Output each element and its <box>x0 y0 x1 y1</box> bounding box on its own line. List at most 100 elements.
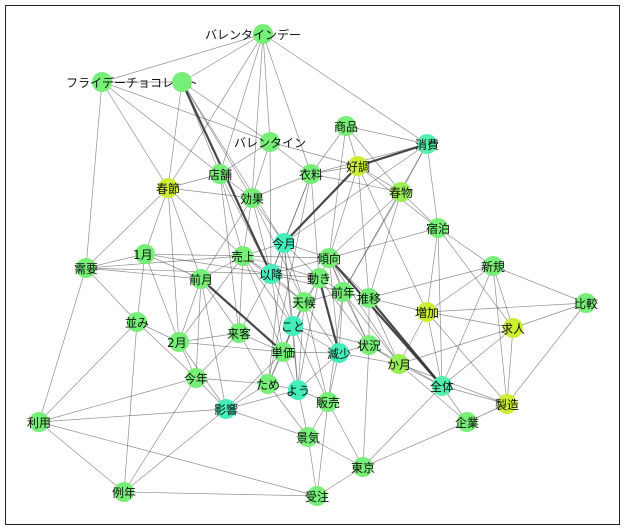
node-circle-harumono[interactable] <box>391 182 411 202</box>
node-circle-suii[interactable] <box>359 288 379 308</box>
node-reinen[interactable]: 例年 <box>112 482 136 502</box>
node-keiko[interactable]: 傾向 <box>317 248 341 268</box>
node-ikou[interactable]: 以降 <box>259 264 283 284</box>
node-koucho[interactable]: 好調 <box>346 156 370 176</box>
node-tenko[interactable]: 天候 <box>292 292 316 312</box>
node-kyujin[interactable]: 求人 <box>501 318 525 338</box>
node-koto[interactable]: こと <box>281 316 305 336</box>
node-valentine_day[interactable]: バレンタインデー <box>205 24 301 44</box>
node-circle-shohi[interactable] <box>417 134 437 154</box>
node-circle-riyou[interactable] <box>29 412 49 432</box>
node-zentai[interactable]: 全体 <box>430 376 454 396</box>
node-circle-white_choco2[interactable] <box>172 72 192 92</box>
node-circle-shunsetsu[interactable] <box>158 178 178 198</box>
node-shohi[interactable]: 消費 <box>415 134 439 154</box>
node-circle-zentai[interactable] <box>432 376 452 396</box>
node-circle-kigyo[interactable] <box>457 412 477 432</box>
node-tame[interactable]: ため <box>256 374 280 394</box>
node-circle-ichigatsu[interactable] <box>135 244 155 264</box>
node-circle-keiko[interactable] <box>319 248 339 268</box>
node-circle-zouka[interactable] <box>417 302 437 322</box>
node-circle-ikou[interactable] <box>261 264 281 284</box>
node-kongetsu[interactable]: 今月 <box>272 233 296 253</box>
node-circle-eikyo[interactable] <box>216 399 236 419</box>
node-circle-white_choco[interactable] <box>92 72 112 92</box>
node-circle-juchu[interactable] <box>307 486 327 506</box>
node-shunsetsu[interactable]: 春節 <box>156 178 180 198</box>
node-kigyo[interactable]: 企業 <box>455 412 479 432</box>
node-valentine[interactable]: バレンタイン <box>234 132 306 152</box>
node-circle-hanbai[interactable] <box>318 392 338 412</box>
node-circle-valentine[interactable] <box>260 132 280 152</box>
node-ichigatsu[interactable]: 1月 <box>133 244 155 264</box>
node-circle-uriage[interactable] <box>233 246 253 266</box>
node-circle-seizo[interactable] <box>497 394 517 414</box>
node-seizo[interactable]: 製造 <box>495 394 519 414</box>
node-shukuhaku[interactable]: 宿泊 <box>426 218 450 238</box>
node-circle-kongetsu[interactable] <box>274 233 294 253</box>
node-white_choco2[interactable] <box>172 72 192 92</box>
node-circle-jokyo[interactable] <box>359 335 379 355</box>
node-tenpo[interactable]: 店舗 <box>208 164 232 184</box>
node-circle-narami[interactable] <box>127 312 147 332</box>
node-jokyo[interactable]: 状況 <box>357 335 381 355</box>
node-circle-irui[interactable] <box>301 164 321 184</box>
node-zengetsu[interactable]: 前月 <box>189 269 213 289</box>
node-uriage[interactable]: 売上 <box>231 246 255 266</box>
node-circle-ugoki[interactable] <box>309 268 329 288</box>
node-you[interactable]: よう <box>286 380 310 400</box>
node-circle-koto[interactable] <box>283 316 303 336</box>
node-irui[interactable]: 衣料 <box>299 164 323 184</box>
node-circle-kyujin[interactable] <box>503 318 523 338</box>
node-circle-shohin[interactable] <box>336 116 356 136</box>
node-hikaku[interactable]: 比較 <box>574 293 598 313</box>
node-genshou[interactable]: 減少 <box>327 343 351 363</box>
node-shohin[interactable]: 商品 <box>334 116 358 136</box>
node-shinki[interactable]: 新規 <box>481 256 505 276</box>
node-circle-tame[interactable] <box>258 374 278 394</box>
node-circle-raikyaku[interactable] <box>229 323 249 343</box>
node-zouka[interactable]: 増加 <box>415 302 439 322</box>
node-circle-kagetsu[interactable] <box>389 354 409 374</box>
node-raikyaku[interactable]: 来客 <box>227 323 251 343</box>
node-circle-koucho[interactable] <box>348 156 368 176</box>
node-circle-shukuhaku[interactable] <box>428 218 448 238</box>
node-juchu[interactable]: 受注 <box>305 486 329 506</box>
node-tokyo[interactable]: 東京 <box>351 457 375 477</box>
node-riyou[interactable]: 利用 <box>27 412 51 432</box>
node-narami[interactable]: 並み <box>125 312 149 332</box>
node-circle-genshou[interactable] <box>329 343 349 363</box>
node-kagetsu[interactable]: か月 <box>387 354 411 374</box>
node-circle-shinki[interactable] <box>483 256 503 276</box>
node-circle-nigatsu[interactable] <box>169 332 189 352</box>
node-circle-hikaku[interactable] <box>576 293 596 313</box>
node-circle-you[interactable] <box>288 380 308 400</box>
node-juyo[interactable]: 需要 <box>74 258 98 278</box>
node-circle-koka[interactable] <box>242 188 262 208</box>
node-koka[interactable]: 効果 <box>240 188 264 208</box>
node-circle-reinen[interactable] <box>114 482 134 502</box>
node-circle-tenko[interactable] <box>294 292 314 312</box>
node-eikyo[interactable]: 影響 <box>214 399 238 419</box>
node-circle-konnen[interactable] <box>186 368 206 388</box>
node-tanka[interactable]: 単価 <box>271 342 295 362</box>
node-circle-tenpo[interactable] <box>210 164 230 184</box>
node-label-koka: 効果 <box>240 191 264 206</box>
node-keiki[interactable]: 景気 <box>296 427 320 447</box>
node-white_choco[interactable]: フライデーチョコレート <box>66 72 198 92</box>
node-konnen[interactable]: 今年 <box>184 368 208 388</box>
node-suii[interactable]: 推移 <box>357 288 381 308</box>
node-harumono[interactable]: 春物 <box>389 182 413 202</box>
node-circle-keiki[interactable] <box>298 427 318 447</box>
node-circle-tokyo[interactable] <box>353 457 373 477</box>
node-circle-zennen[interactable] <box>333 282 353 302</box>
node-circle-juyo[interactable] <box>76 258 96 278</box>
node-circle-zengetsu[interactable] <box>191 269 211 289</box>
node-circle-tanka[interactable] <box>273 342 293 362</box>
node-label-koucho: 好調 <box>346 160 370 174</box>
node-hanbai[interactable]: 販売 <box>316 392 340 412</box>
node-nigatsu[interactable]: 2月 <box>167 332 189 352</box>
node-circle-valentine_day[interactable] <box>253 24 273 44</box>
node-zennen[interactable]: 前年 <box>331 282 355 302</box>
node-ugoki[interactable]: 動き <box>307 268 331 288</box>
